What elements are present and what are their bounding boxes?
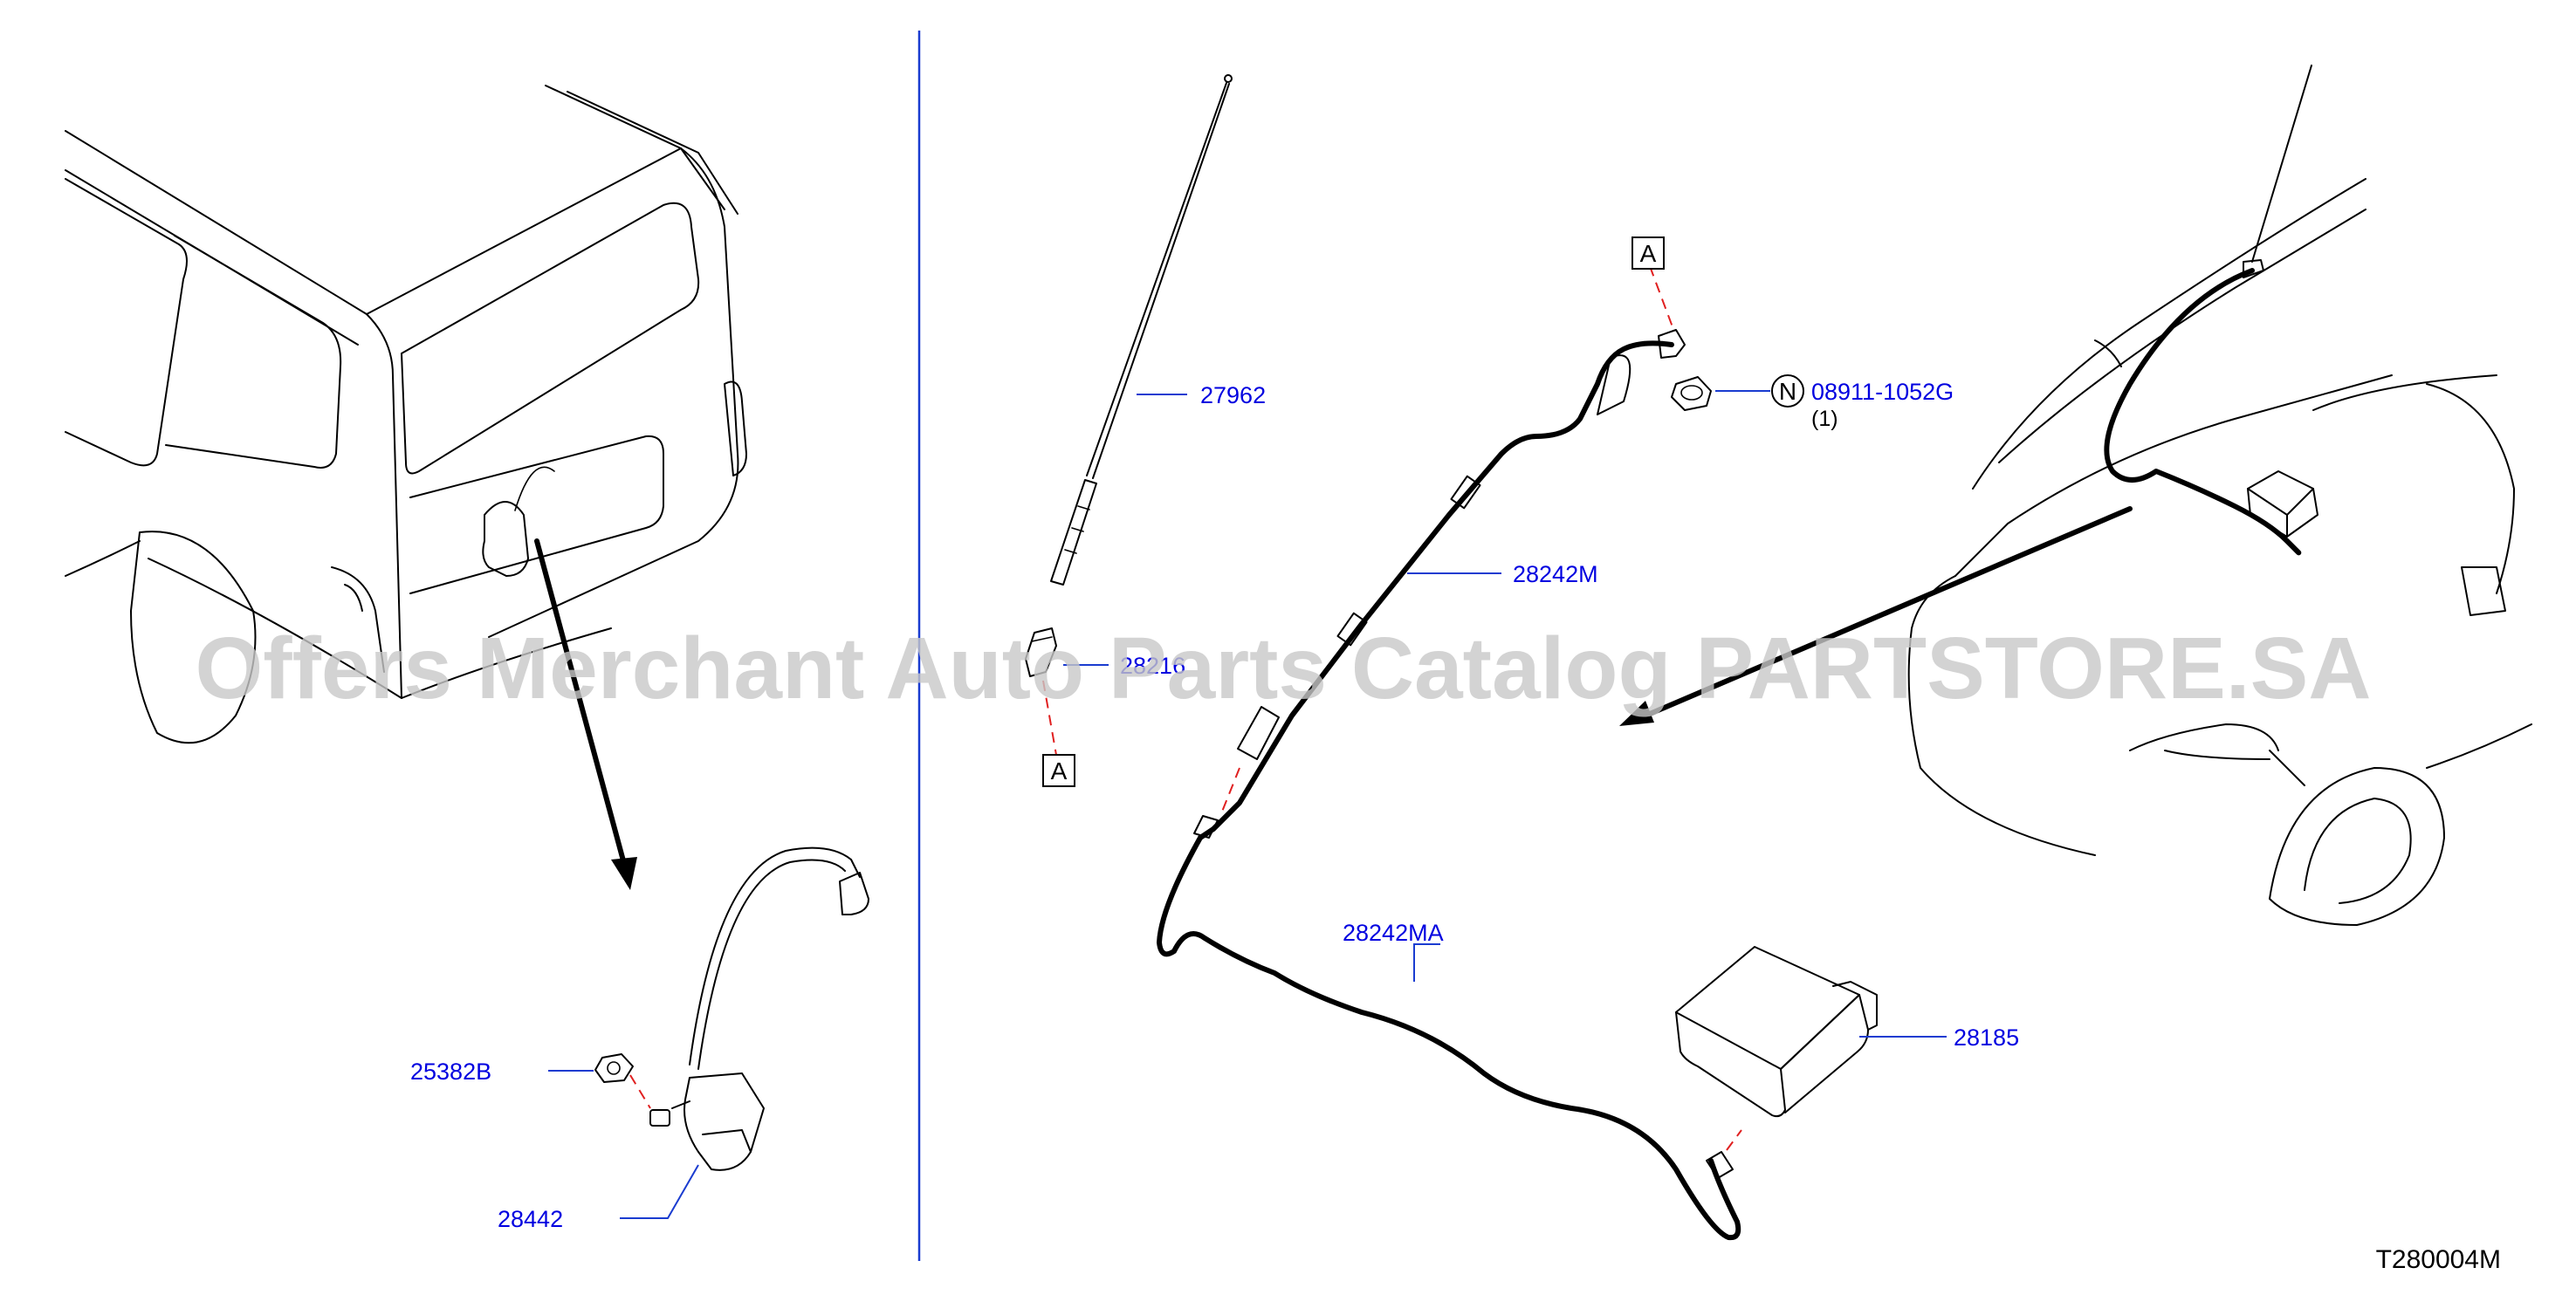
leader-lines <box>548 394 1947 1219</box>
label-28185: 28185 <box>1954 1024 2019 1051</box>
van-rear-illustration <box>65 85 747 890</box>
label-25382b: 25382B <box>410 1059 491 1085</box>
label-28442: 28442 <box>498 1206 563 1232</box>
antenna-rod <box>1025 74 1233 756</box>
diagram-code: T280004M <box>2376 1245 2501 1274</box>
svg-text:A: A <box>1640 240 1657 267</box>
watermark: Offers Merchant Auto Parts Catalog PARTS… <box>196 620 2372 717</box>
label-27962: 27962 <box>1200 382 1266 408</box>
feeder-cable <box>1157 265 1742 1241</box>
nut-n-part: N <box>1671 374 1804 411</box>
svg-text:A: A <box>1051 757 1068 785</box>
label-08911-1052g: 08911-1052G <box>1811 379 1954 405</box>
rear-camera-assembly <box>594 846 869 1171</box>
label-28242ma: 28242MA <box>1343 920 1444 946</box>
part-labels: 27962 28216 28242M 28242MA 28185 08911-1… <box>410 379 2019 1232</box>
callout-a-bottom: A <box>1042 754 1075 787</box>
label-qty: (1) <box>1811 407 1838 431</box>
amplifier-box <box>1675 946 1878 1118</box>
callout-a-top: A <box>1631 236 1665 270</box>
label-28242m: 28242M <box>1513 561 1598 587</box>
svg-text:N: N <box>1779 378 1796 405</box>
label-28216: 28216 <box>1120 653 1185 679</box>
van-front-illustration <box>1619 65 2532 926</box>
